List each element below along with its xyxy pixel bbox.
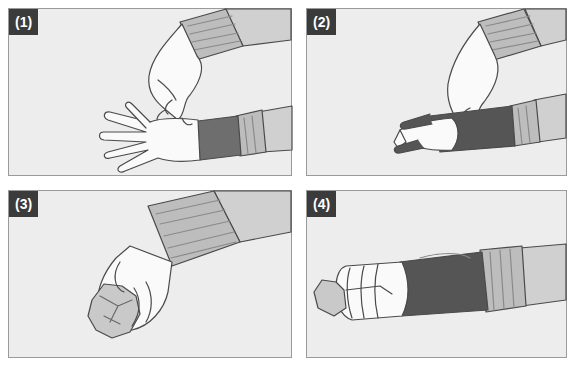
panel-three-art xyxy=(88,191,291,338)
step-panel: (1) xyxy=(8,8,292,176)
panel-four-art xyxy=(314,244,566,320)
step-panel: (2) xyxy=(306,8,567,176)
step-panel: (3) xyxy=(8,190,292,358)
step-number: (3) xyxy=(9,191,38,217)
panel-one-art xyxy=(100,9,293,172)
panel-two-art xyxy=(394,9,566,153)
step-number: (2) xyxy=(307,9,336,35)
step-number: (4) xyxy=(307,191,336,217)
step-panel: (4) xyxy=(306,190,567,358)
step-number: (1) xyxy=(9,9,38,35)
